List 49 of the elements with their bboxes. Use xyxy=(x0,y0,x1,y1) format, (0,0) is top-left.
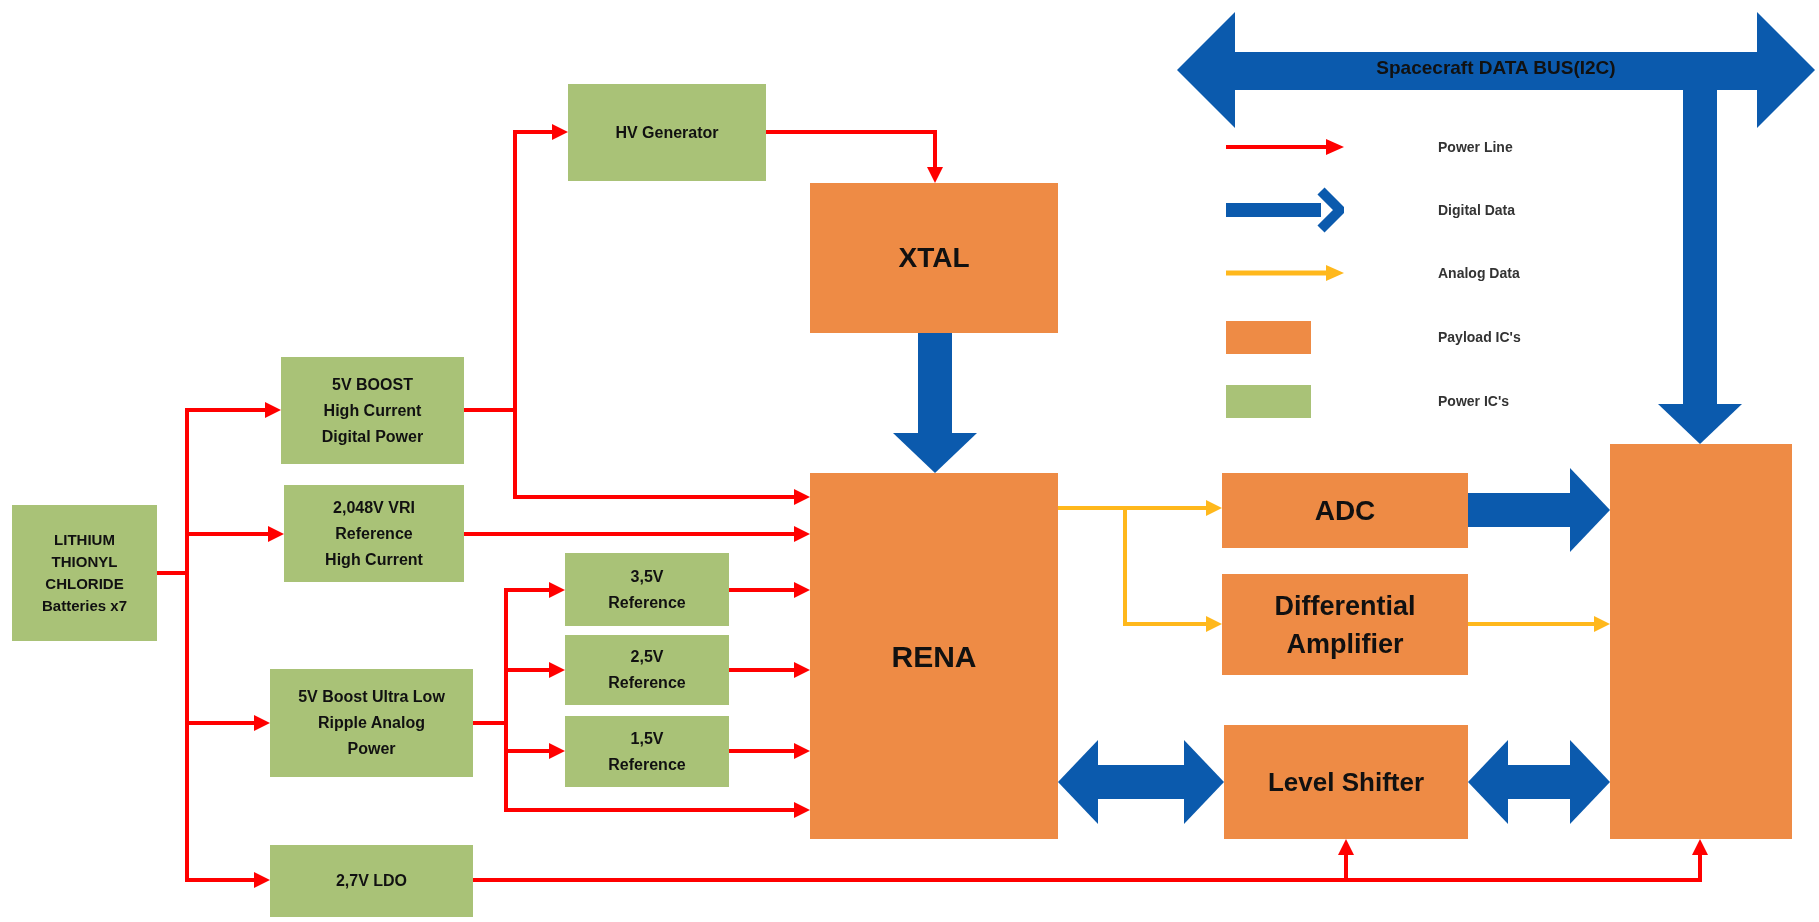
block-label: 2,048V VRI Reference High Current xyxy=(324,497,424,570)
block-label: 2,7V LDO xyxy=(335,871,408,891)
block-box xyxy=(281,357,464,464)
block-box xyxy=(270,669,473,777)
block-box xyxy=(810,183,1058,333)
block-box xyxy=(565,716,729,787)
block-label: ADC xyxy=(1314,493,1376,528)
arrow xyxy=(1468,468,1610,552)
block-box xyxy=(1224,725,1468,839)
block-label: LITHIUM THIONYL CHLORIDE Batteries x7 xyxy=(40,530,129,616)
arrow xyxy=(464,526,810,542)
legend-label: Power IC's xyxy=(1438,392,1510,411)
block-box xyxy=(270,845,473,917)
arrow xyxy=(157,571,270,888)
arrow xyxy=(729,743,810,759)
bus-arrow xyxy=(1177,12,1815,128)
block-label: 5V Boost Ultra Low Ripple Analog Power xyxy=(297,687,446,759)
block-box xyxy=(1222,473,1468,548)
arrow xyxy=(893,333,977,473)
arrow xyxy=(766,130,943,183)
block-label: Spacecraft DATA BUS(I2C) xyxy=(1376,55,1616,80)
block-label: 1,5V Reference xyxy=(607,728,687,775)
legend-label: Digital Data xyxy=(1438,201,1515,220)
arrow xyxy=(1058,506,1222,632)
block-label: HV Generator xyxy=(615,122,719,143)
block-label: Level Shifter xyxy=(1267,765,1425,799)
block-label: 5V BOOST High Current Digital Power xyxy=(320,374,425,447)
block-box xyxy=(12,505,157,641)
legend-label: Analog Data xyxy=(1438,264,1520,283)
block-box xyxy=(565,635,729,705)
block-box xyxy=(565,553,729,626)
arrow xyxy=(1658,90,1742,444)
block-label: 2,5V Reference xyxy=(607,647,687,693)
legend-label: Payload IC's xyxy=(1438,328,1521,347)
double-arrow xyxy=(1468,740,1610,824)
arrow xyxy=(1468,616,1610,632)
block-box xyxy=(1610,444,1792,839)
arrow xyxy=(729,662,810,678)
double-arrow xyxy=(1058,740,1224,824)
block-label: RENA xyxy=(891,638,977,675)
block-box xyxy=(284,485,464,582)
block-label: Differential Amplifier xyxy=(1273,589,1417,661)
legend-label: Power Line xyxy=(1438,138,1513,157)
block-box xyxy=(568,84,766,181)
block-label: 3,5V Reference xyxy=(607,566,687,613)
arrow xyxy=(729,582,810,598)
block-label: XTAL xyxy=(898,241,970,275)
block-box xyxy=(1222,574,1468,675)
block-box xyxy=(810,473,1058,839)
